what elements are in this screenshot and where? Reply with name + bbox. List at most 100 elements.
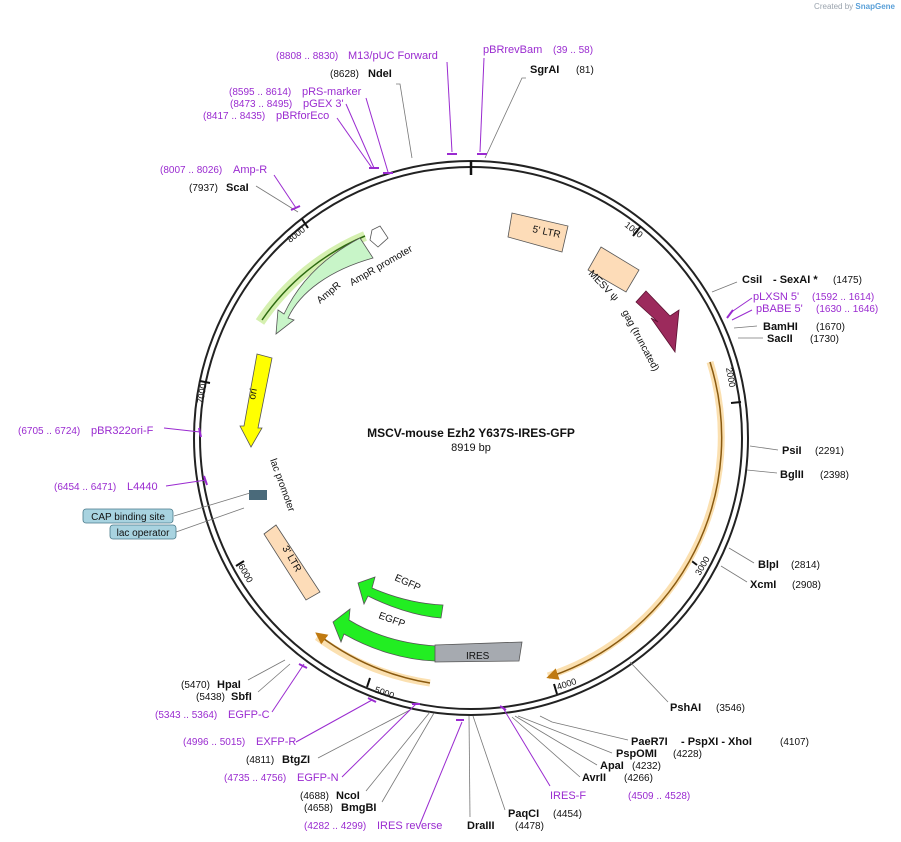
- primer-ires-reverse: IRES-F (4509 .. 4528): [550, 790, 690, 802]
- snapgene-credit: Created by SnapGene: [814, 2, 895, 11]
- site-coord: (4228): [673, 749, 702, 760]
- site-draiii: DraIII (4478): [467, 820, 544, 832]
- site-coord: (1670): [816, 322, 845, 333]
- primer-name: pGEX 3': [303, 98, 344, 110]
- primer-coord: (4509 .. 4528): [628, 791, 690, 802]
- site-name: PaqCI: [508, 808, 539, 820]
- tick-label: 2000: [724, 367, 737, 388]
- site-coord: (4688): [300, 791, 329, 802]
- feature-ires: IRES: [434, 641, 523, 663]
- site-name: BamHI: [763, 321, 798, 333]
- site-bglii: BglII (2398): [780, 469, 849, 481]
- site-xcmi: XcmI (2908): [750, 579, 821, 591]
- site-paer7i: PaeR7I - PspXI - XhoI (4107): [631, 736, 809, 748]
- plasmid-length: 8919 bp: [451, 442, 491, 454]
- site-paqci: PaqCI (4454): [508, 808, 582, 820]
- site-avrii: AvrII (4266): [582, 772, 653, 784]
- site-coord: (4454): [553, 809, 582, 820]
- cap-binding-site-box: CAP binding site: [82, 508, 174, 524]
- site-psii: PsiI (2291): [782, 445, 844, 457]
- site-name: ScaI: [226, 182, 249, 194]
- lac-operator-leader: [175, 507, 245, 533]
- site-coord: (7937): [189, 183, 218, 194]
- primer-m13-puc-forward: (8808 .. 8830) M13/pUC Forward: [276, 50, 438, 62]
- primer-leaders: [163, 57, 753, 825]
- site-name: AvrII: [582, 772, 606, 784]
- primer-name: pBRforEco: [276, 110, 329, 122]
- site-coord: (2398): [820, 470, 849, 481]
- site-name: NdeI: [368, 68, 392, 80]
- site-name: ApaI: [600, 760, 624, 772]
- site-coord: (1730): [810, 334, 839, 345]
- site-coord: (2908): [792, 580, 821, 591]
- tick-label: 7000: [195, 383, 208, 404]
- site-name: SgrAI: [530, 64, 559, 76]
- primer-coord: (6454 .. 6471): [54, 482, 116, 493]
- feature-label: EGFP: [393, 573, 423, 594]
- site-name: BtgZI: [282, 754, 310, 766]
- site-csii: CsiI - SexAI * (1475): [742, 274, 862, 286]
- site-leaders: [247, 77, 779, 818]
- site-bamhi: BamHI (1670): [763, 321, 845, 333]
- snapgene-logo: SnapGene: [855, 2, 895, 11]
- primer-plxsn-5: pLXSN 5' (1592 .. 1614): [753, 291, 874, 303]
- primer-coord: (4282 .. 4299): [304, 821, 366, 832]
- primer-coord: (8808 .. 8830): [276, 51, 338, 62]
- site-name: BglII: [780, 469, 804, 481]
- feature-orange-arrow-bottom: [315, 632, 431, 684]
- site-name: SacII: [767, 333, 793, 345]
- site-coord: (4107): [780, 737, 809, 748]
- site-coord: (5438): [196, 692, 225, 703]
- site-coord: (4658): [304, 803, 333, 814]
- feature-5-ltr: 5' LTR: [507, 212, 569, 253]
- site-scai: (7937) ScaI: [189, 182, 249, 194]
- site-name: BlpI: [758, 559, 779, 571]
- primer-egfp-c: (5343 .. 5364) EGFP-C: [155, 709, 270, 721]
- boxed-label: CAP binding site: [91, 512, 165, 523]
- site-name: XcmI: [750, 579, 776, 591]
- primer-name: IRES-F: [550, 790, 586, 802]
- feature-3-ltr: 3' LTR: [263, 524, 321, 601]
- tick-label: 8000: [285, 224, 307, 244]
- site-name: CsiI: [742, 274, 762, 286]
- plasmid-name: MSCV-mouse Ezh2 Y637S-IRES-GFP: [367, 426, 575, 440]
- feature-orange-arrow-right: [546, 361, 723, 680]
- site-extra: - SexAI *: [773, 274, 818, 286]
- site-coord: (4266): [624, 773, 653, 784]
- primer-name: pLXSN 5': [753, 291, 799, 303]
- primer-name: pBRrevBam: [483, 44, 542, 56]
- site-ncoi: (4688) NcoI: [300, 790, 360, 802]
- feature-egfp-1: EGFP: [357, 573, 444, 619]
- site-coord: (5470): [181, 680, 210, 691]
- primer-name: L4440: [127, 481, 158, 493]
- primer-l4440: (6454 .. 6471) L4440: [54, 481, 158, 493]
- primer-coord: (8595 .. 8614): [229, 87, 291, 98]
- lac-operator-box: lac operator: [109, 524, 177, 540]
- site-coord: (4232): [632, 761, 661, 772]
- primer-pbrforeco: (8417 .. 8435) pBRforEco: [203, 110, 329, 122]
- primer-coord: (8473 .. 8495): [230, 99, 292, 110]
- primer-egfp-n: (4735 .. 4756) EGFP-N: [224, 772, 339, 784]
- site-coord: (81): [576, 65, 594, 76]
- primer-name: pBR322ori-F: [91, 425, 154, 437]
- primer-ires-f: (4282 .. 4299) IRES reverse: [304, 820, 442, 832]
- site-name: PshAI: [670, 702, 701, 714]
- primer-pgex-3: (8473 .. 8495) pGEX 3': [230, 98, 344, 110]
- primer-exfp-r: (4996 .. 5015) EXFP-R: [183, 736, 296, 748]
- feature-label: IRES: [466, 651, 490, 662]
- feature-lac-promoter: lac promoter: [267, 457, 297, 514]
- tick-label: 6000: [236, 562, 255, 584]
- site-name: SbfI: [231, 691, 252, 703]
- primer-coord: (4735 .. 4756): [224, 773, 286, 784]
- site-sbfi: (5438) SbfI: [196, 691, 252, 703]
- primer-name: Amp-R: [233, 164, 267, 176]
- site-coord: (1475): [833, 275, 862, 286]
- site-pspomi: PspOMI (4228): [616, 748, 702, 760]
- site-name: DraIII: [467, 820, 495, 832]
- site-hpai: (5470) HpaI: [181, 679, 241, 691]
- site-coord: (4478): [515, 821, 544, 832]
- site-pshai: PshAI (3546): [670, 702, 745, 714]
- lac-operator-glyph: [249, 490, 267, 500]
- primer-name: EXFP-R: [256, 736, 296, 748]
